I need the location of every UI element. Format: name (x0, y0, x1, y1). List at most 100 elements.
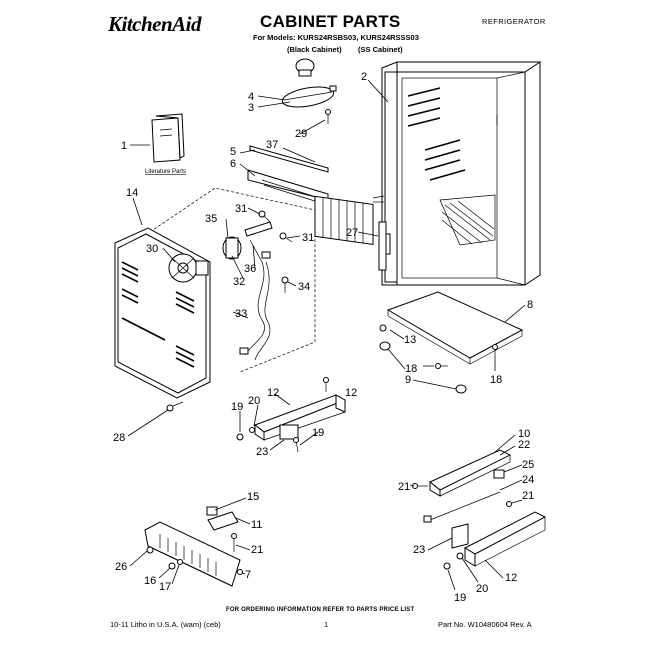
callout-32: 32 (233, 276, 245, 288)
shelf-cover (386, 291, 524, 365)
cabinet-black-label: (Black Cabinet) (287, 45, 342, 54)
hinge-bracket (378, 221, 391, 271)
callout-25: 25 (522, 459, 534, 471)
page-number: 1 (324, 620, 329, 629)
callout-8: 8 (527, 299, 533, 311)
wire-24 (423, 491, 501, 523)
screw-26 (146, 546, 154, 554)
leader-lines (127, 79, 526, 591)
callout-23b: 23 (413, 544, 425, 556)
light-housing (281, 85, 337, 108)
motor-bracket-36 (244, 221, 273, 263)
bracket-23-upper (279, 424, 299, 440)
toe-grille (144, 521, 241, 587)
screw-21-right-b (506, 501, 512, 507)
callout-14: 14 (126, 187, 138, 199)
clip-25 (493, 469, 505, 479)
literature-booklet: Literature Parts (145, 113, 186, 175)
callout-22: 22 (518, 439, 530, 451)
callout-20a: 20 (248, 395, 260, 407)
callout-21c: 21 (522, 490, 534, 502)
toe-bracket-upper (253, 394, 347, 441)
callout-9: 9 (405, 374, 411, 386)
screw-34 (281, 276, 289, 293)
callout-19b: 19 (312, 427, 324, 439)
callout-13: 13 (404, 334, 416, 346)
kitchenaid-logo: KitchenAid (108, 12, 202, 36)
product-category: REFRIGERATOR (482, 17, 546, 26)
callout-20b: 20 (476, 583, 488, 595)
callout-33: 33 (235, 308, 247, 320)
callout-37: 37 (266, 139, 278, 151)
callout-15: 15 (247, 491, 259, 503)
callout-16: 16 (144, 575, 156, 587)
callout-1: 1 (121, 140, 127, 152)
screw-19-upper-b (293, 437, 299, 453)
screw-upper-right (323, 377, 329, 392)
callout-17: 17 (159, 581, 171, 593)
screw-21-left (231, 533, 237, 552)
callout-11: 11 (251, 519, 262, 531)
callout-24: 24 (522, 474, 534, 486)
rail-5 (249, 145, 329, 173)
callout-19c: 19 (454, 592, 466, 604)
screw-19-lower (443, 562, 451, 570)
callout-10: 10 (518, 428, 530, 440)
screw-16 (168, 562, 176, 570)
screw-28 (166, 401, 184, 412)
cabinet-vent-slots (407, 87, 466, 181)
callout-18b: 18 (490, 374, 502, 386)
screw-21-right-a (412, 483, 428, 489)
page-title: CABINET PARTS (260, 12, 401, 31)
ordering-note: FOR ORDERING INFORMATION REFER TO PARTS … (226, 607, 415, 613)
callout-35: 35 (205, 213, 217, 225)
cabinet-floor-grille (441, 200, 495, 245)
bracket-11 (207, 511, 239, 531)
light-bulb (295, 58, 315, 77)
callout-18a: 18 (405, 363, 417, 375)
callout-19a: 19 (231, 401, 243, 413)
callout-23a: 23 (256, 446, 268, 458)
callout-7: 7 (245, 569, 251, 581)
wiring-harness (239, 251, 271, 361)
screw-19-upper-a (236, 433, 244, 441)
callout-12a: 12 (267, 387, 279, 399)
callout-12b: 12 (505, 572, 517, 584)
callout-26: 26 (115, 561, 127, 573)
screw-18a (435, 363, 448, 369)
callout-36: 36 (244, 263, 256, 275)
callout-3: 3 (248, 102, 254, 114)
part-number: Part No. W10480604 Rev. A (438, 620, 532, 629)
callout-30: 30 (146, 243, 158, 255)
toe-bracket-lower-right (463, 511, 547, 567)
bracket-10-22 (429, 449, 512, 497)
literature-parts-label: Literature Parts (145, 169, 186, 175)
clip-15 (206, 506, 218, 516)
callout-21a: 21 (251, 544, 263, 556)
callout-6: 6 (230, 158, 236, 170)
cabinet-ss-label: (SS Cabinet) (358, 45, 403, 54)
callout-4: 4 (248, 91, 254, 103)
refrigerator-cabinet (381, 61, 542, 286)
callout-27: 27 (346, 227, 358, 239)
grille-slots (159, 534, 217, 576)
foot-9a (379, 341, 391, 351)
fan-motor (222, 236, 242, 260)
callout-numbers: 1 2 3 4 5 6 7 8 9 10 11 12 12 12 13 14 1… (113, 71, 534, 604)
washer-20-lower (456, 552, 464, 560)
condenser-fan (168, 253, 209, 283)
screw-29 (325, 109, 331, 124)
bracket-23-lower (451, 523, 469, 549)
callout-12c: 12 (345, 387, 357, 399)
screw-7 (237, 569, 243, 575)
callout-28: 28 (113, 432, 125, 444)
washer-20-upper (249, 427, 255, 433)
screw-18b (492, 344, 498, 356)
callout-21b: 21 (398, 481, 410, 493)
callout-31b: 31 (302, 232, 314, 244)
callout-2: 2 (361, 71, 367, 83)
screw-31a (258, 210, 271, 223)
washer-17 (177, 559, 183, 565)
screw-31b (279, 232, 293, 243)
